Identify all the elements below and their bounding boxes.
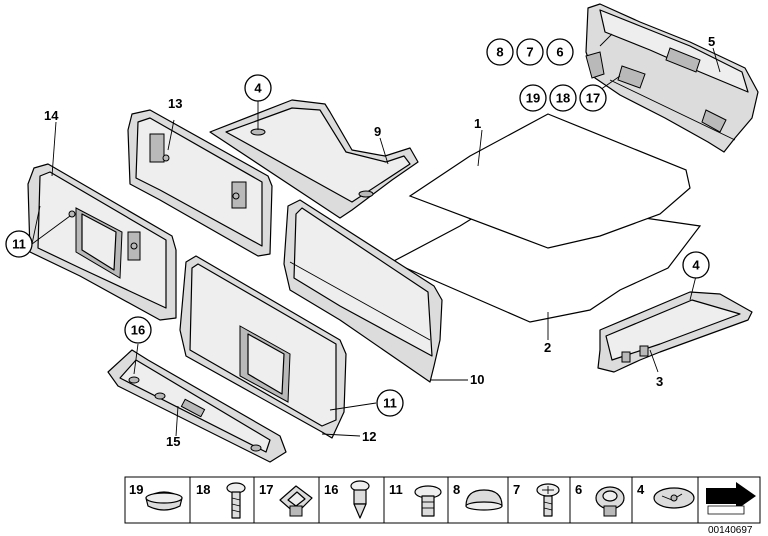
callout-circle-4-top: 4	[244, 74, 272, 102]
callout-12: 12	[362, 429, 376, 444]
callout-10: 10	[470, 372, 484, 387]
legend-label-19: 19	[129, 482, 143, 497]
callout-16-text: 16	[131, 323, 145, 338]
legend-label-11: 11	[389, 482, 403, 497]
side-panel-part-14	[27, 163, 177, 321]
direction-arrow-icon	[706, 482, 756, 515]
expanding-rivet-icon	[414, 485, 442, 517]
callout-circle-18: 18	[549, 84, 577, 112]
callout-11-left-text: 11	[12, 237, 26, 252]
floor-mat-part-2	[390, 197, 702, 323]
callout-circle-7: 7	[516, 38, 544, 66]
callout-7-text: 7	[526, 45, 533, 60]
callout-circle-19: 19	[519, 84, 547, 112]
spring-clip-icon	[653, 487, 695, 509]
callout-2: 2	[544, 340, 551, 355]
side-panel-part-13	[127, 109, 273, 257]
callout-13: 13	[168, 96, 182, 111]
callout-6-text: 6	[556, 45, 563, 60]
diagram-reference-number: 00140697	[708, 525, 753, 536]
callout-15: 15	[166, 434, 180, 449]
lower-panel-part-12	[179, 255, 347, 439]
callout-circle-17: 17	[579, 84, 607, 112]
sill-part-15	[107, 349, 287, 463]
callout-18-text: 18	[556, 91, 570, 106]
clip-nut-icon	[279, 485, 313, 517]
fastener-legend: 19 18 17 16 11 8 7 6 4	[124, 476, 761, 524]
legend-label-18: 18	[196, 482, 210, 497]
leader-lines	[31, 33, 721, 437]
callout-circle-16: 16	[124, 316, 152, 344]
callout-8-text: 8	[496, 45, 503, 60]
screw-icon	[536, 483, 560, 517]
legend-label-8: 8	[453, 482, 460, 497]
callout-circle-8: 8	[486, 38, 514, 66]
callout-17-text: 17	[586, 91, 600, 106]
grommet-icon	[595, 486, 625, 517]
callout-circle-4-right: 4	[682, 251, 710, 279]
rail-part-3	[597, 291, 753, 373]
callout-1: 1	[474, 116, 481, 131]
callout-4-right-text: 4	[692, 258, 700, 273]
screw-rivet-icon	[226, 482, 246, 519]
floor-mat-part-1	[408, 113, 691, 249]
cap-plug-icon	[145, 491, 183, 511]
callout-9: 9	[374, 124, 381, 139]
callout-circle-11-left: 11	[5, 230, 33, 258]
legend-label-17: 17	[259, 482, 273, 497]
callout-3: 3	[656, 374, 663, 389]
callout-circle-6: 6	[546, 38, 574, 66]
callout-4-top-text: 4	[254, 81, 262, 96]
cover-part-9	[209, 99, 419, 219]
push-clip-icon	[350, 480, 370, 519]
callout-11-center-text: 11	[383, 396, 397, 411]
partition-part-10	[283, 199, 443, 383]
legend-label-4: 4	[637, 482, 645, 497]
legend-label-7: 7	[513, 482, 520, 497]
callout-circle-11-center: 11	[376, 389, 404, 417]
legend-label-16: 16	[324, 482, 338, 497]
rear-panel-part-5	[585, 3, 759, 153]
callout-14: 14	[44, 108, 59, 123]
callout-19-text: 19	[526, 91, 540, 106]
legend-label-6: 6	[575, 482, 582, 497]
round-plug-icon	[465, 489, 503, 511]
callout-5: 5	[708, 34, 715, 49]
